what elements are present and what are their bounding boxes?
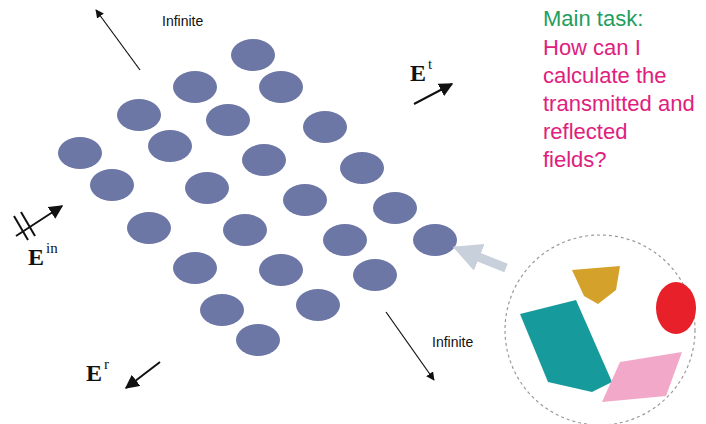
particle xyxy=(148,130,192,162)
particle xyxy=(296,289,340,321)
particle xyxy=(173,71,217,103)
particle-pentagon xyxy=(572,266,620,304)
particle xyxy=(127,212,171,244)
reflected-arrow xyxy=(126,362,160,388)
particle xyxy=(413,224,457,256)
field-symbol: E xyxy=(410,60,426,88)
particle-quad xyxy=(602,352,682,402)
particle xyxy=(117,99,161,131)
infinite-arrow xyxy=(386,312,434,380)
particle xyxy=(242,144,286,176)
particle xyxy=(185,172,229,204)
zoom-arrow xyxy=(466,252,506,268)
field-superscript: t xyxy=(428,56,432,73)
infinite-label: Infinite xyxy=(162,13,203,29)
particle xyxy=(58,137,102,169)
particle xyxy=(303,111,347,143)
particle xyxy=(231,39,275,71)
particle xyxy=(223,214,267,246)
zoom-circle xyxy=(505,235,695,424)
particle-ellipse xyxy=(656,282,696,334)
particle xyxy=(283,184,327,216)
transmitted-arrow xyxy=(414,84,452,104)
particle xyxy=(259,254,303,286)
particle xyxy=(340,152,384,184)
particle xyxy=(353,259,397,291)
infinite-label: Infinite xyxy=(432,334,473,350)
particle xyxy=(90,169,134,201)
field-superscript: in xyxy=(46,240,58,257)
particle-polygon xyxy=(520,300,612,392)
particle xyxy=(373,192,417,224)
particle-lattice xyxy=(58,39,457,356)
particle xyxy=(173,252,217,284)
task-heading: Main task: xyxy=(543,6,643,31)
particle xyxy=(323,224,367,256)
field-symbol: E xyxy=(86,360,102,388)
field-symbol: E xyxy=(28,244,44,272)
polarization-mark xyxy=(21,212,35,236)
particle xyxy=(259,71,303,103)
particle xyxy=(236,324,280,356)
field-superscript: r xyxy=(104,356,109,373)
infinite-arrow xyxy=(96,10,140,70)
particle xyxy=(206,104,250,136)
task-question: How can I calculate the transmitted and … xyxy=(543,34,696,174)
particle xyxy=(200,294,244,326)
